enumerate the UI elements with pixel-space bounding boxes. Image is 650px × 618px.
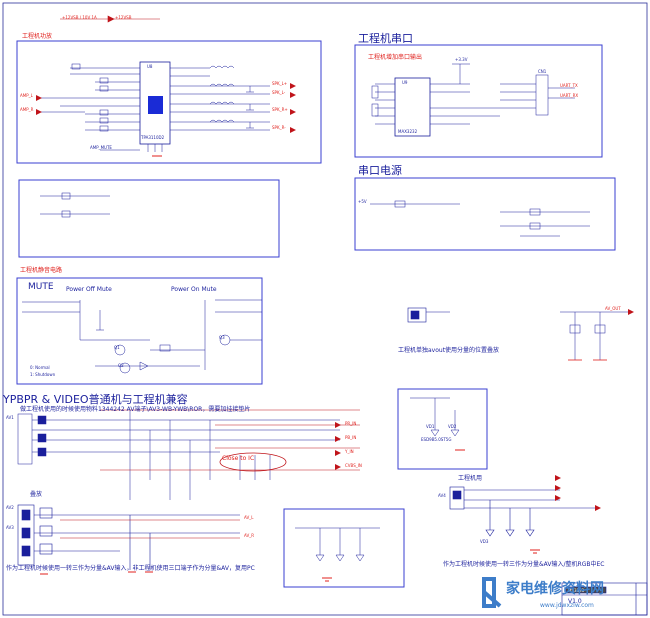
- amp-output-arrows: [36, 83, 296, 133]
- uart-power-title: 串口电源: [358, 164, 402, 177]
- av-jack-b-ref: AV2: [6, 505, 14, 510]
- mute-section-box: [16, 277, 263, 385]
- net-spk-lp: SPK_L+: [272, 81, 288, 86]
- close-to-ic-label: Close to IC: [222, 455, 255, 462]
- title-block-rev: V1.0: [568, 598, 582, 605]
- engineering-use-label: 工程机用: [458, 475, 483, 482]
- top-power-rail: [60, 15, 160, 23]
- net-rx: UART_RX: [560, 93, 579, 98]
- mute-note-normal: 0: Normal: [30, 365, 50, 370]
- net-pb: PB_IN: [345, 435, 357, 440]
- av-jack-c-ref: AV3: [6, 525, 14, 530]
- title-block-name: MS3393: [568, 588, 585, 593]
- power-on-mute-label: Power On Mute: [171, 286, 217, 293]
- footer-right-note: 作为工程机时候使用一转三作为分量&AV输入/整机RGB中EC: [443, 561, 605, 568]
- ground-symbols: [40, 155, 540, 582]
- mute-section-title: 工程机静音电路: [20, 267, 63, 274]
- net-amp-mute: AMP_MUTE: [90, 145, 112, 150]
- uart-wiring: [371, 63, 575, 125]
- amp-ic-symbol: [139, 61, 171, 145]
- uart-conn-ref: CN1: [538, 69, 547, 74]
- av-jack-a-ref: AV1: [6, 415, 14, 420]
- net-amp-in-r: AMP_R: [20, 107, 34, 112]
- amp-input-wiring: [40, 192, 110, 218]
- net-5v: +5V: [358, 199, 367, 204]
- engineering-signal: [555, 475, 601, 511]
- stack-label: 叠放: [30, 491, 43, 498]
- uart-ic-symbol: [394, 77, 431, 137]
- mute-q3-ref: Q3: [219, 335, 225, 340]
- net-pr: PR_IN: [345, 421, 357, 426]
- uart-power-box: [354, 177, 616, 251]
- stacked-jacks: [17, 504, 240, 570]
- top-power-net: +12VSB: [115, 15, 132, 20]
- lower-esd-wiring: [295, 527, 380, 562]
- net-y: Y_IN: [345, 449, 354, 454]
- mute-wiring: [22, 299, 262, 374]
- amp-ic-ref: U8: [147, 64, 153, 69]
- net-3v3: +3.3V: [455, 57, 468, 62]
- uart-ic-pn: MAX3232: [398, 129, 418, 134]
- mute-q1-ref: Q1: [114, 345, 120, 350]
- ypbpr-note: 做工程机使用的时候使用物料1344242 AV端子\AV3-WB-YWB\ROR…: [20, 406, 251, 413]
- net-spk-ln: SPK_L-: [272, 90, 286, 95]
- net-al: AV_L: [244, 515, 254, 520]
- amp-ic-pn: TPA3110D2: [141, 135, 165, 140]
- watermark-text: 家电维修资料网: [506, 581, 604, 597]
- av-jack-d-ref: AV4: [438, 493, 446, 498]
- watermark-logo: [482, 577, 502, 608]
- net-cvbs: CVBS_IN: [345, 463, 362, 468]
- esd-wiring: [410, 397, 460, 437]
- engineering-jacks: [449, 486, 600, 537]
- uart-ic-ref: U9: [402, 80, 408, 85]
- net-avout: AV_OUT: [605, 306, 621, 311]
- lower-esd-box: [283, 508, 405, 588]
- tvs1-ref: VD1: [426, 424, 435, 429]
- ypbpr-title: YPBPR & VIDEO普通机与工程机兼容: [3, 393, 188, 406]
- net-tx: UART_TX: [560, 83, 578, 88]
- mute-note-shutdown: 1: Shutdown: [30, 372, 56, 377]
- tvs2-ref: VD2: [448, 424, 457, 429]
- tvs3-ref: VD3: [480, 539, 489, 544]
- amp-section-title: 工程机功放: [22, 33, 53, 40]
- mute-q2-ref: Q2: [118, 363, 124, 368]
- net-amp-in-l: AMP_L: [20, 93, 33, 98]
- uart-section-title: 工程机串口: [358, 32, 413, 45]
- top-power-label: +12VSB / 10V 1A: [62, 15, 97, 20]
- mute-box-title: MUTE: [28, 282, 54, 292]
- title-block: [561, 582, 648, 616]
- close-to-ic-marker: [219, 452, 287, 472]
- net-spk-rn: SPK_R-: [272, 125, 286, 130]
- audio-out-jack: [407, 307, 450, 323]
- amp-section-box: [16, 40, 322, 164]
- net-spk-rp: SPK_R+: [272, 107, 288, 112]
- footer-left-note: 作为工程机时候使用一转三作为分量&AV输入，非工程机使用三口端子作为分量&AV，…: [6, 565, 255, 572]
- ypbpr-wiring: [17, 410, 340, 500]
- uart-section-box: [354, 44, 603, 158]
- uart-power-wiring: [370, 200, 590, 237]
- power-off-mute-label: Power Off Mute: [66, 286, 112, 293]
- right-audio-net: [560, 309, 634, 360]
- watermark-url: www.jdwxzlw.com: [540, 602, 594, 609]
- esd-box: [397, 388, 488, 470]
- amp-wiring: [40, 63, 270, 152]
- audio-out-note: 工程机单独avout使用分量的位置叠放: [398, 347, 500, 354]
- amp-input-box: [18, 179, 280, 258]
- tvs-pn: ESD9B5.0ST5G: [421, 437, 452, 442]
- ypbpr-arrows: [335, 422, 341, 470]
- net-ar: AV_R: [244, 533, 254, 538]
- uart-sub-title: 工程机增加串口输出: [368, 54, 423, 61]
- stacked-signal: [60, 519, 240, 539]
